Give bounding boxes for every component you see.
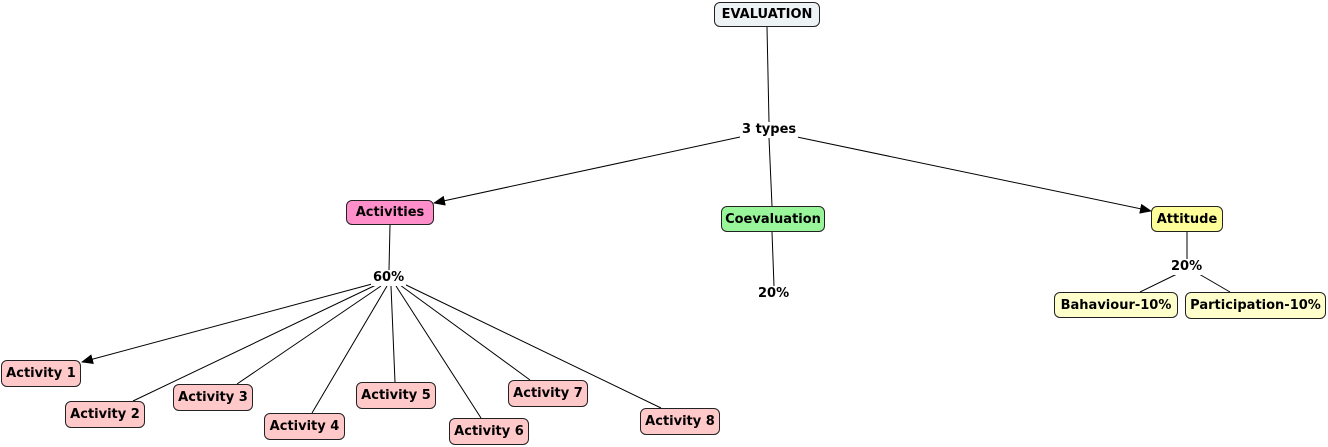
node-activity-1[interactable]: Activity 1 [1, 360, 81, 387]
edge-types-to-activities [433, 136, 741, 206]
edge-60-to-activity-1 [81, 283, 373, 364]
node-activity-5[interactable]: Activity 5 [356, 382, 436, 409]
node-coevaluation[interactable]: Coevaluation [721, 206, 825, 232]
node-evaluation[interactable]: EVALUATION [714, 2, 820, 27]
edge-coevaluation-to-20 [771, 231, 775, 287]
edge-60-to-activity-5 [390, 285, 396, 383]
link-label-attitude-weight: 20% [1169, 259, 1205, 275]
edge-60-to-activity-7 [399, 284, 531, 381]
edge-20-to-participation [1198, 273, 1231, 293]
node-activity-7[interactable]: Activity 7 [508, 380, 588, 407]
edge-20-to-behaviour [1139, 273, 1178, 293]
node-behaviour[interactable]: Bahaviour-10% [1054, 292, 1178, 318]
link-label-3-types: 3 types [740, 122, 799, 138]
node-activities[interactable]: Activities [346, 200, 434, 225]
node-participation[interactable]: Participation-10% [1185, 292, 1326, 319]
edge-types-to-coevaluation [768, 137, 773, 207]
node-activity-2[interactable]: Activity 2 [65, 401, 145, 428]
node-activity-6[interactable]: Activity 6 [449, 418, 529, 445]
edge-types-to-attitude [796, 136, 1152, 214]
node-activity-8[interactable]: Activity 8 [640, 408, 720, 435]
edge-60-to-activity-3 [236, 285, 382, 385]
node-activity-4[interactable]: Activity 4 [264, 413, 345, 440]
node-attitude[interactable]: Attitude [1151, 206, 1223, 232]
link-label-activities-weight: 60% [371, 270, 407, 286]
node-activity-3[interactable]: Activity 3 [173, 384, 253, 411]
edge-activities-to-60 [388, 224, 391, 271]
edge-60-to-activity-2 [132, 284, 377, 402]
edge-evaluation-to-types [766, 26, 770, 123]
link-label-coevaluation-weight: 20% [756, 286, 792, 302]
